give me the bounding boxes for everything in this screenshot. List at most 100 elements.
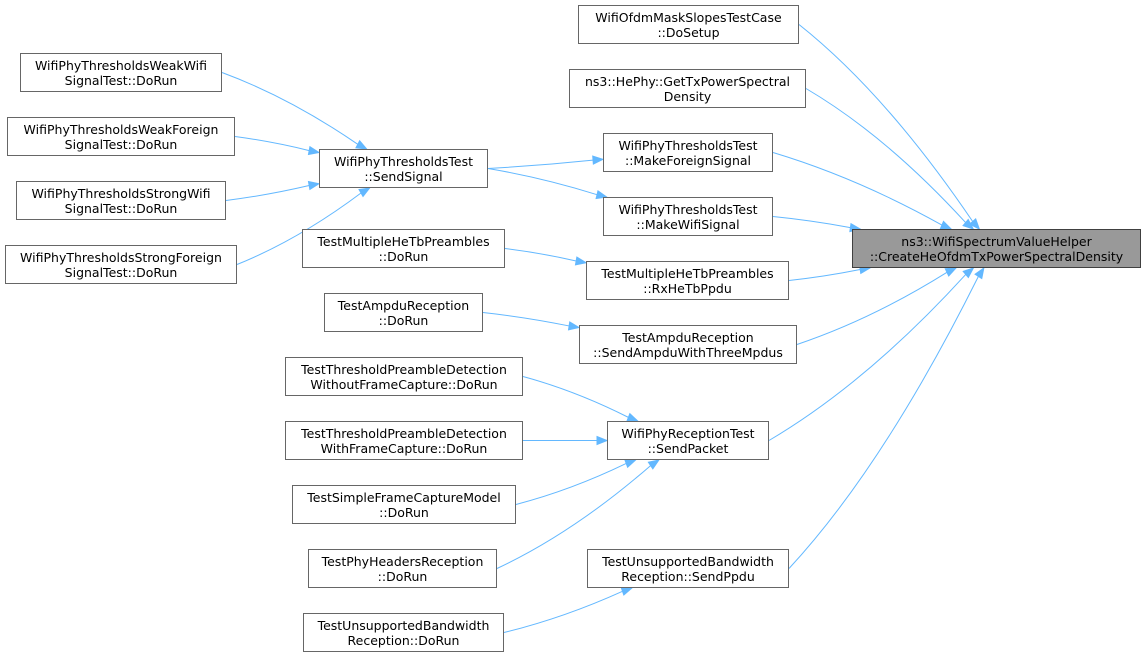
node-line-2: ::DoRun <box>377 568 428 584</box>
call-edge <box>772 216 862 233</box>
edge-line <box>522 376 629 418</box>
edge-line <box>788 269 861 281</box>
edge-arrowhead <box>939 220 953 230</box>
node-weak-wifi-dorun[interactable]: WifiPhyThresholdsWeakWifi SignalTest::Do… <box>20 53 222 92</box>
node-line-1: TestMultipleHeTbPreambles <box>601 265 774 281</box>
node-strong-wifi-dorun[interactable]: WifiPhyThresholdsStrongWifi SignalTest::… <box>16 181 226 220</box>
node-line-2: SignalTest::DoRun <box>64 200 178 216</box>
node-line-1: TestSimpleFrameCaptureModel <box>307 489 501 505</box>
call-edge <box>496 459 661 569</box>
node-line-1: WifiPhyThresholdsTest <box>618 201 758 217</box>
node-unsupported-bw-dorun[interactable]: TestUnsupportedBandwidth Reception::DoRu… <box>303 613 504 652</box>
node-line-2: ::DoRun <box>378 248 429 264</box>
edge-arrowhead <box>620 586 634 596</box>
edge-line <box>796 271 948 345</box>
edge-line <box>772 216 851 229</box>
edge-arrowhead <box>626 412 639 422</box>
node-line-1: WifiPhyThresholdsWeakForeign <box>23 121 219 137</box>
node-line-2: SignalTest::DoRun <box>64 72 178 88</box>
node-line-1: ns3::HePhy::GetTxPowerSpectral <box>585 73 790 89</box>
edge-line <box>487 168 598 196</box>
call-edge <box>503 586 634 633</box>
call-edge <box>772 152 953 230</box>
edge-line <box>515 463 627 505</box>
node-line-1: WifiOfdmMaskSlopesTestCase <box>595 9 782 25</box>
edge-line <box>805 88 966 223</box>
node-reception-send-packet[interactable]: WifiPhyReceptionTest ::SendPacket <box>607 421 769 460</box>
node-line-1: ns3::WifiSpectrumValueHelper <box>901 233 1092 249</box>
edge-arrowhead <box>567 321 581 331</box>
call-edge <box>225 180 321 201</box>
node-ampdu-dorun[interactable]: TestAmpduReception ::DoRun <box>324 293 483 332</box>
call-edge <box>522 376 639 422</box>
edge-line <box>225 185 310 201</box>
call-edge <box>236 187 371 265</box>
node-line-2: ::DoRun <box>379 504 429 520</box>
node-multiple-hetb-rx[interactable]: TestMultipleHeTbPreambles ::RxHeTbPpdu <box>586 261 789 300</box>
edge-line <box>768 274 967 441</box>
edge-arrowhead <box>974 266 985 280</box>
node-line-1: TestThresholdPreambleDetection <box>301 361 507 377</box>
node-make-wifi-signal[interactable]: WifiPhyThresholdsTest ::MakeWifiSignal <box>603 197 773 236</box>
node-line-1: WifiPhyReceptionTest <box>621 425 755 441</box>
call-edge <box>788 266 985 569</box>
call-edge <box>523 435 609 446</box>
node-make-foreign-signal[interactable]: WifiPhyThresholdsTest ::MakeForeignSigna… <box>603 133 773 172</box>
edge-arrowhead <box>307 180 321 191</box>
edge-arrowhead <box>307 145 321 156</box>
node-line-1: TestThresholdPreambleDetection <box>301 425 507 441</box>
edge-arrowhead <box>624 459 637 469</box>
edge-line <box>234 136 310 152</box>
call-edge <box>482 312 581 331</box>
node-line-2: SignalTest::DoRun <box>64 136 178 152</box>
edge-line <box>487 159 594 169</box>
node-line-1: WifiPhyThresholdsWeakWifi <box>34 57 208 73</box>
node-multiple-hetb-dorun[interactable]: TestMultipleHeTbPreambles ::DoRun <box>302 229 505 268</box>
node-line-2: WithFrameCapture::DoRun <box>320 440 488 456</box>
node-line-1: WifiPhyThresholdsTest <box>333 153 474 169</box>
node-line-2: ::CreateHeOfdmTxPowerSpectralDensity <box>869 248 1124 264</box>
edge-line <box>503 590 623 633</box>
node-tpd-without-dorun[interactable]: TestThresholdPreambleDetection WithoutFr… <box>285 357 523 396</box>
edge-line <box>496 465 651 569</box>
call-edge <box>234 136 321 156</box>
edge-arrowhead <box>944 267 958 277</box>
call-edge <box>504 248 588 266</box>
node-tpd-with-dorun[interactable]: TestThresholdPreambleDetection WithFrame… <box>285 421 523 460</box>
node-line-1: TestAmpduReception <box>622 329 754 345</box>
node-line-1: TestUnsupportedBandwidth <box>602 553 774 569</box>
edge-arrowhead <box>968 217 981 231</box>
edge-line <box>221 72 359 145</box>
node-line-1: TestPhyHeadersReception <box>321 553 484 569</box>
node-line-1: WifiPhyThresholdsStrongWifi <box>31 185 211 201</box>
edge-line <box>504 248 577 262</box>
node-mask-slopes-dosetup[interactable]: WifiOfdmMaskSlopesTestCase ::DoSetup <box>578 5 799 44</box>
node-ampdu-send[interactable]: TestAmpduReception ::SendAmpduWithThreeM… <box>579 325 797 364</box>
edge-arrowhead <box>358 187 371 198</box>
node-line-1: WifiPhyThresholdsStrongForeign <box>20 249 222 265</box>
node-sfcm-dorun[interactable]: TestSimpleFrameCaptureModel ::DoRun <box>292 485 516 524</box>
node-weak-foreign-dorun[interactable]: WifiPhyThresholdsWeakForeign SignalTest:… <box>7 117 235 156</box>
node-send-signal[interactable]: WifiPhyThresholdsTest ::SendSignal <box>319 149 488 188</box>
node-target: ns3::WifiSpectrumValueHelper ::CreateHeO… <box>852 229 1141 268</box>
node-line-2: ::DoRun <box>378 312 429 328</box>
edge-arrowhead <box>574 256 588 266</box>
call-edge <box>805 88 975 230</box>
edge-line <box>798 24 974 222</box>
node-line-2: ::MakeWifiSignal <box>636 216 740 232</box>
edge-arrowhead <box>962 218 975 230</box>
call-edge <box>796 267 958 345</box>
node-line-2: WithoutFrameCapture::DoRun <box>310 376 498 392</box>
call-edge <box>798 24 981 231</box>
node-phr-dorun[interactable]: TestPhyHeadersReception ::DoRun <box>308 549 497 588</box>
edge-arrowhead <box>595 189 609 200</box>
node-hephy-get-tx-psd[interactable]: ns3::HePhy::GetTxPowerSpectral Density <box>569 69 806 108</box>
edge-arrowhead <box>355 139 368 150</box>
node-line-1: TestUnsupportedBandwidth <box>317 617 490 633</box>
node-unsupported-bw-send[interactable]: TestUnsupportedBandwidth Reception::Send… <box>587 549 789 588</box>
node-line-1: TestAmpduReception <box>337 297 470 313</box>
node-line-2: Reception::DoRun <box>347 632 460 648</box>
node-strong-foreign-dorun[interactable]: WifiPhyThresholdsStrongForeign SignalTes… <box>5 245 237 284</box>
node-line-2: Density <box>663 88 712 104</box>
